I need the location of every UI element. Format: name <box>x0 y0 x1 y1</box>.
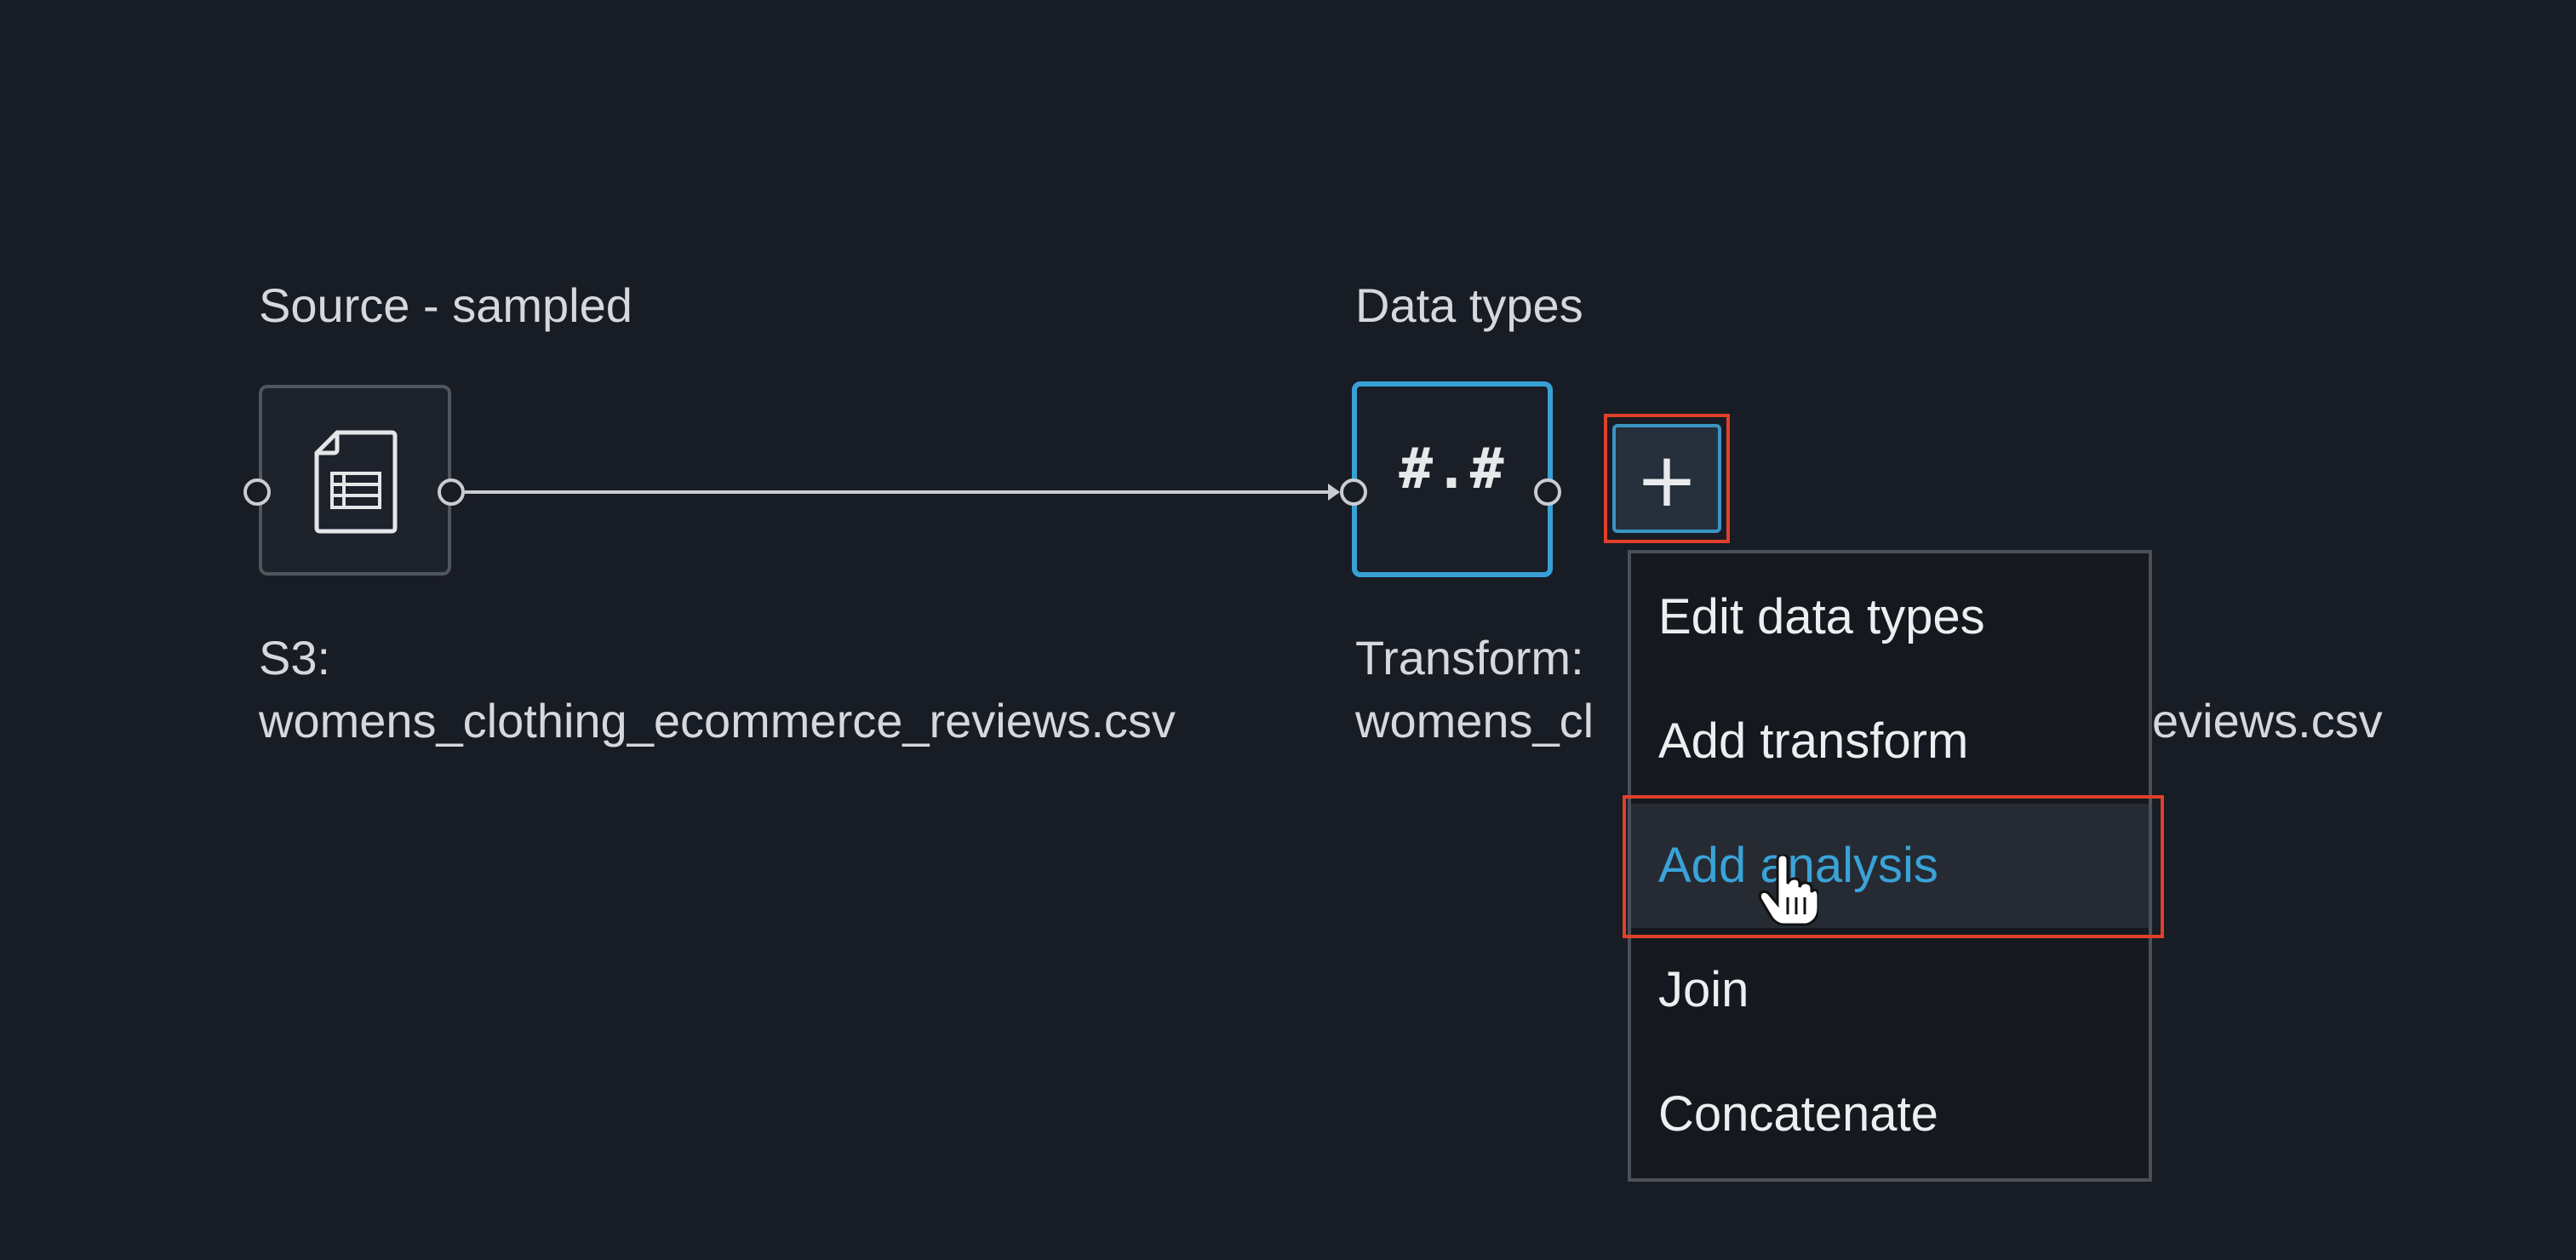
source-caption-line2: womens_clothing_ecommerce_reviews.csv <box>259 694 1176 747</box>
menu-item-edit-data-types[interactable]: Edit data types <box>1658 589 1985 644</box>
add-step-button[interactable]: + <box>1612 424 1721 533</box>
types-caption-line1: Transform: <box>1355 631 1584 684</box>
source-node-caption: S3: womens_clothing_ecommerce_reviews.cs… <box>259 627 1176 753</box>
source-input-port[interactable] <box>243 478 271 506</box>
data-types-icon: #.# <box>1399 436 1506 501</box>
types-output-port[interactable] <box>1534 478 1561 506</box>
source-output-port[interactable] <box>438 478 465 506</box>
add-analysis-highlight <box>1623 795 2164 938</box>
document-icon <box>314 430 398 534</box>
add-step-menu: Edit data types Add transform Add analys… <box>1628 550 2152 1182</box>
menu-item-join[interactable]: Join <box>1658 962 1749 1017</box>
types-input-port[interactable] <box>1340 478 1367 506</box>
types-caption-line2-start: womens_cl <box>1355 694 1594 747</box>
source-caption-line1: S3: <box>259 631 331 684</box>
menu-item-add-transform[interactable]: Add transform <box>1658 713 1969 769</box>
types-node-title: Data types <box>1355 278 1583 332</box>
plus-icon: + <box>1635 436 1698 524</box>
data-types-node[interactable]: #.# <box>1352 381 1553 577</box>
add-step-button-highlight <box>1604 414 1730 543</box>
source-node[interactable] <box>259 385 451 576</box>
hand-cursor-icon <box>1759 855 1818 926</box>
types-node-caption: Transform: womens_cl <box>1355 627 1594 753</box>
menu-item-concatenate[interactable]: Concatenate <box>1658 1086 1938 1142</box>
source-node-title: Source - sampled <box>259 278 633 332</box>
types-caption-line2-end: eviews.csv <box>2152 694 2383 747</box>
menu-item-add-analysis[interactable]: Add analysis <box>1631 804 2149 928</box>
